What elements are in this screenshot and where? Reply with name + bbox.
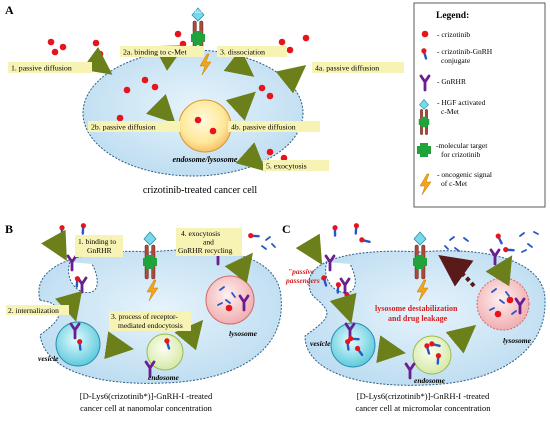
panel-c-vesicle bbox=[330, 322, 376, 368]
panel-c-lysosome-label: lysosome bbox=[503, 336, 532, 345]
legend-box bbox=[413, 2, 546, 208]
legend-crizotinib-icon bbox=[421, 30, 429, 38]
panel-c-leakage-1: lysosome destabilization bbox=[375, 304, 458, 313]
panel-b-endosome-label: endosome bbox=[148, 373, 180, 382]
panel-c-endosome bbox=[412, 335, 452, 375]
panel-c-vesicle-label: vesicle bbox=[310, 339, 331, 348]
panel-b-letter: B bbox=[5, 222, 13, 236]
panel-b-vesicle bbox=[55, 321, 101, 367]
panel-b-caption-2: cancer cell at nanomolar concentration bbox=[80, 403, 212, 413]
legend-item-signal: - oncogenic signal bbox=[437, 170, 492, 179]
panel-b-step-3: 3. process of receptor- bbox=[111, 312, 178, 321]
panel-c-passive-2: passengers" bbox=[285, 276, 324, 285]
legend-item-target-2: for crizotinib bbox=[441, 150, 481, 159]
legend-item-crizotinib: - crizotinib bbox=[437, 30, 470, 39]
panel-a-step-4a: 4a. passive diffusion bbox=[315, 64, 379, 73]
leakage-arrow bbox=[438, 255, 476, 288]
panel-b-step-1: 1. binding to bbox=[78, 237, 116, 246]
legend-item-cmet-2: c-Met bbox=[441, 107, 460, 116]
panel-a-letter: A bbox=[5, 3, 14, 17]
legend-item-signal-2: of c-Met bbox=[441, 179, 468, 188]
panel-a-step-2b: 2b. passive diffusion bbox=[91, 123, 156, 132]
panel-b-step-4c: GnRHR recycling bbox=[178, 246, 233, 255]
hgf-icon-label: HGF bbox=[193, 10, 203, 15]
legend: Legend: - crizotinib - crizotinib-GnRH c… bbox=[413, 2, 546, 208]
panel-c-caption-1: [D-Lys6(crizotinib*)]-GnRH-I -treated bbox=[357, 391, 490, 401]
panel-b-endosome bbox=[146, 333, 184, 371]
legend-item-conjugate: - crizotinib-GnRH bbox=[437, 47, 493, 56]
legend-title: Legend: bbox=[436, 11, 469, 21]
panel-b-caption-1: [D-Lys6(crizotinib*)]-GnRH-I -treated bbox=[80, 391, 213, 401]
panel-c: C "passive passengers" lysosome destabil… bbox=[282, 220, 546, 413]
panel-a-step-1: 1. passive diffusion bbox=[11, 64, 72, 73]
panel-c-lysosome bbox=[476, 277, 530, 331]
panel-c-letter: C bbox=[282, 222, 291, 236]
panel-b-lysosome-label: lysosome bbox=[229, 329, 258, 338]
panel-b-step-1b: GnRHR bbox=[87, 246, 112, 255]
legend-item-target: -molecular target bbox=[436, 141, 488, 150]
panel-a: A HGF endosome/lysosome 1. passive diffu… bbox=[5, 3, 404, 196]
panel-b-step-4b: and bbox=[203, 238, 214, 247]
panel-b-vesicle-label: vesicle bbox=[38, 354, 59, 363]
panel-a-endosome bbox=[178, 99, 232, 153]
legend-item-conjugate-2: conjugate bbox=[441, 56, 471, 65]
legend-item-cmet: - HGF activated bbox=[437, 98, 486, 107]
panel-a-caption: crizotinib-treated cancer cell bbox=[143, 185, 258, 196]
panel-b-step-2: 2. internalization bbox=[8, 306, 59, 315]
panel-c-endosome-label: endosome bbox=[414, 376, 446, 385]
legend-item-gnrhr: - GnRHR bbox=[437, 77, 466, 86]
panel-a-endosome-label: endosome/lysosome bbox=[173, 155, 238, 164]
panel-c-passive-1: "passive bbox=[288, 267, 315, 276]
panel-a-step-2a: 2a. binding to c-Met bbox=[123, 48, 187, 57]
panel-c-caption-2: cancer cell at micromolar concentration bbox=[356, 403, 492, 413]
panel-b: B vesicle endosome lysosom bbox=[5, 220, 282, 413]
panel-a-step-3: 3. dissociation bbox=[220, 48, 265, 57]
panel-b-step-4: 4. exocytosis bbox=[181, 229, 220, 238]
panel-b-step-3b: mediated endocytosis bbox=[118, 321, 183, 330]
panel-a-step-5: 5. exocytosis bbox=[266, 162, 307, 171]
panel-a-step-4b: 4b. passive diffusion bbox=[231, 123, 296, 132]
panel-c-leakage-2: and drug leakage bbox=[388, 314, 448, 323]
